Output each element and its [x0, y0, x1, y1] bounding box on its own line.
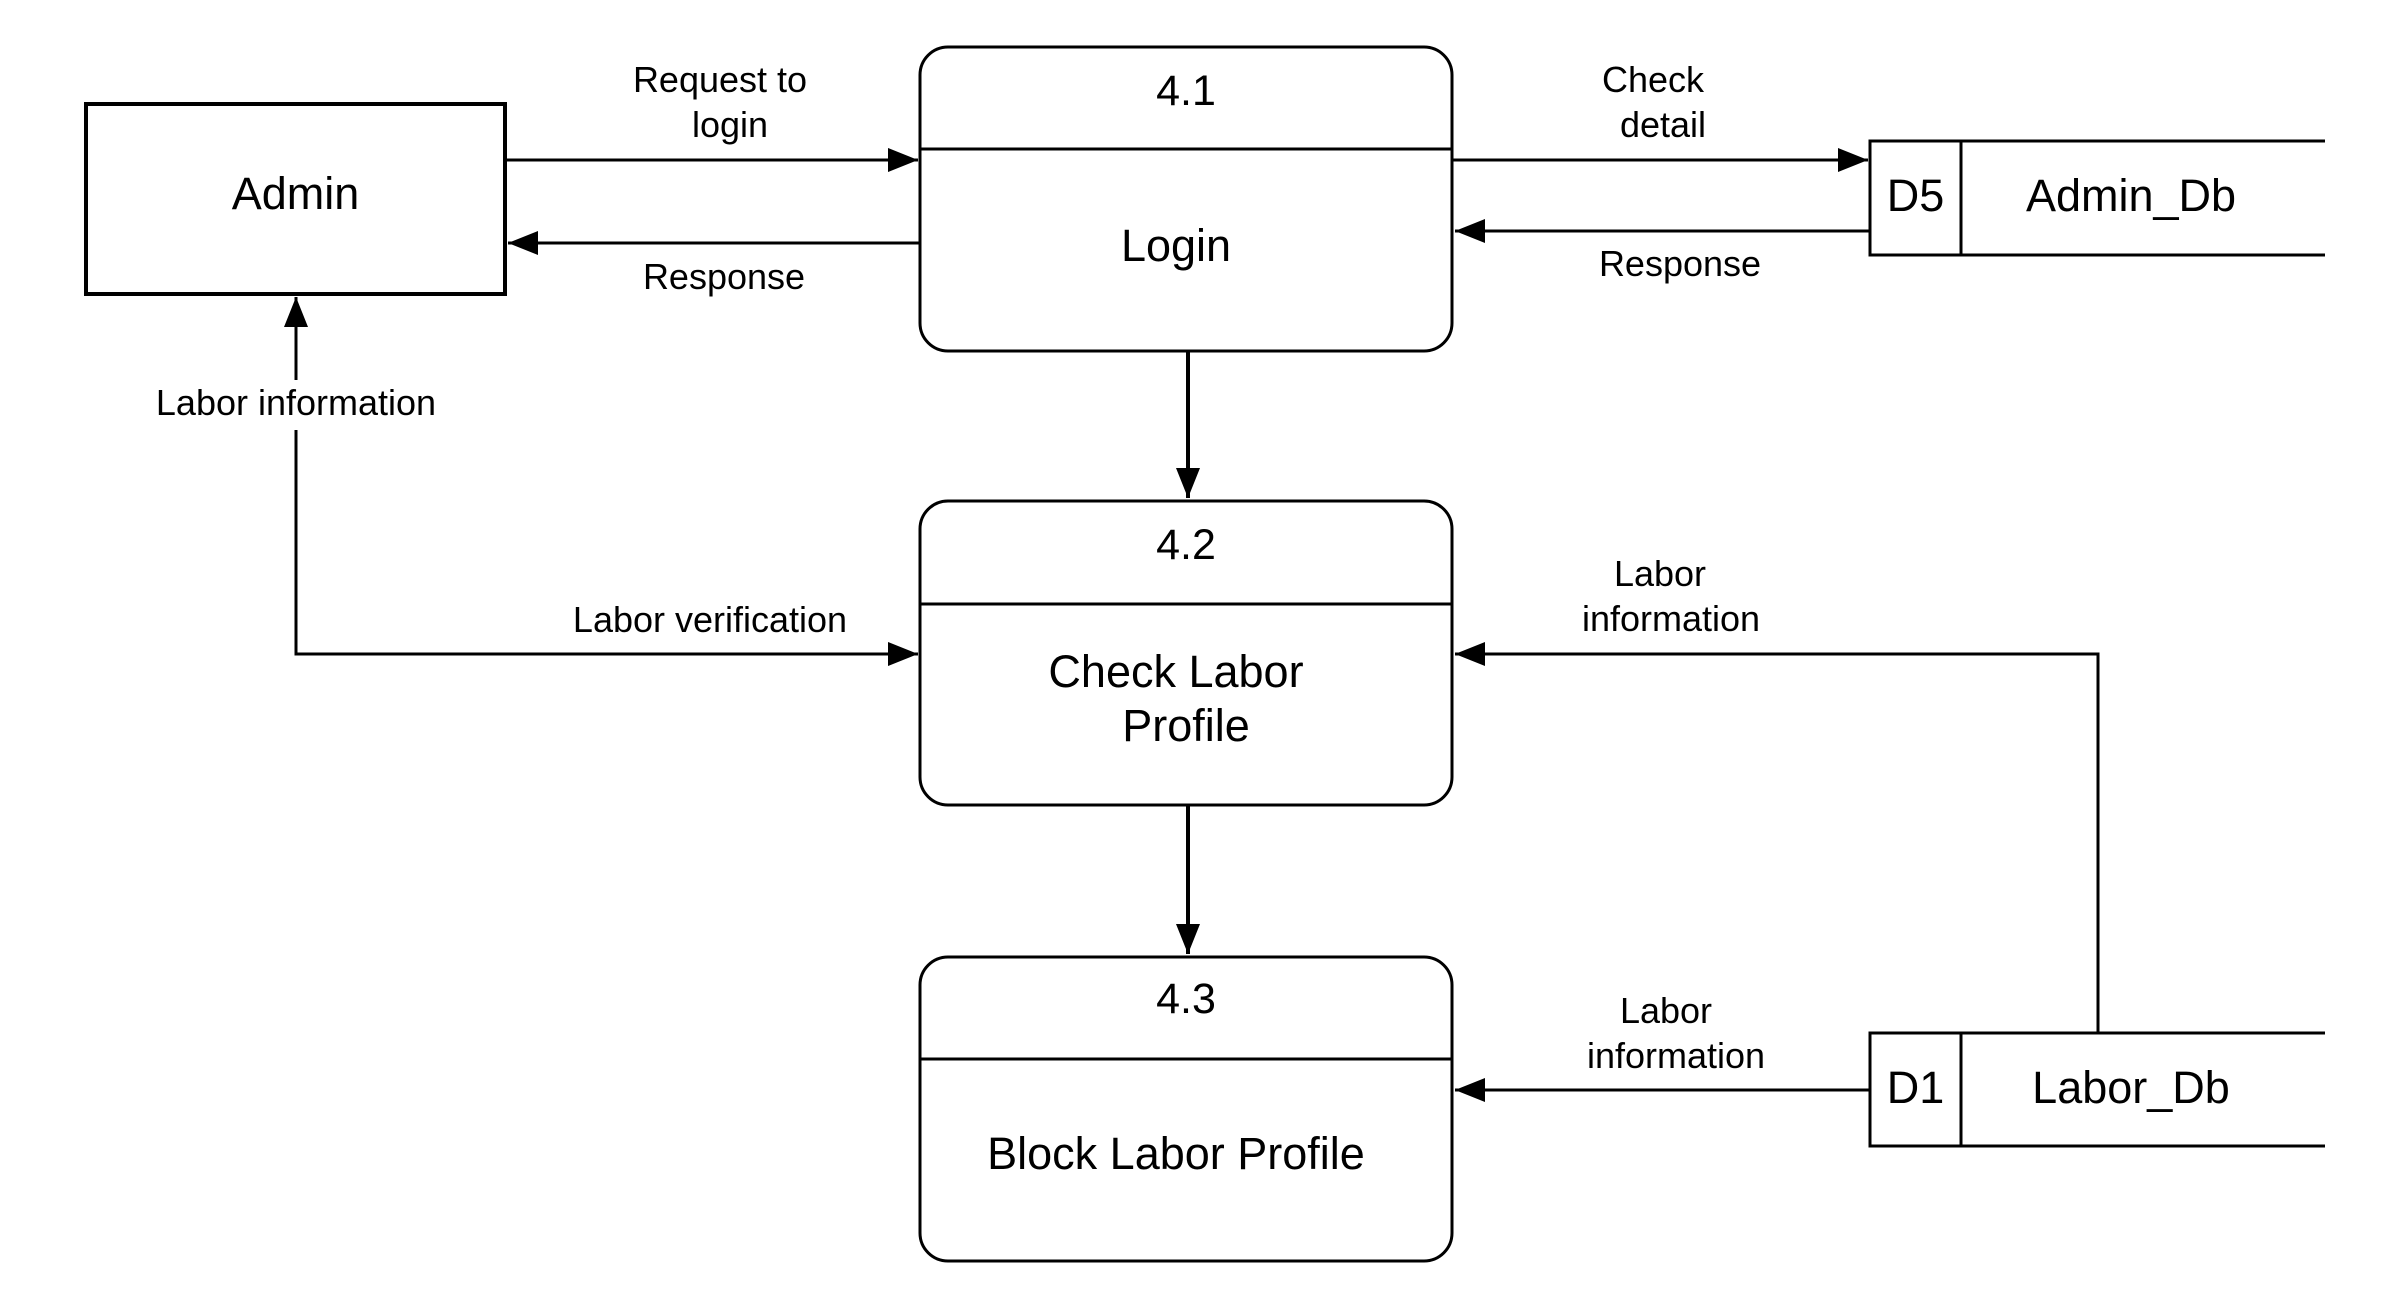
flow-labor-information-to-check-label-line1: Labor [1613, 553, 1707, 594]
data-store-labor-db-id: D1 [1886, 1062, 1945, 1113]
flow-check-detail-label-line2: detail [1619, 104, 1707, 145]
process-block-labor-profile-number: 4.3 [1156, 975, 1216, 1023]
flow-labor-verification-line [294, 430, 918, 666]
admin-entity-label: Admin [231, 168, 360, 219]
flow-labor-information-to-admin-label: Labor information [116, 380, 476, 425]
flow-labor-information-to-block-label-line1: Labor [1619, 990, 1713, 1031]
data-store-admin-db [1868, 139, 2325, 257]
flow-labor-verification-label: Labor verification [572, 599, 848, 640]
admin-entity-box [84, 102, 507, 296]
process-check-labor-profile-name-line1: Check Labor [1048, 646, 1304, 697]
process-check-labor-profile-number: 4.2 [1156, 521, 1216, 569]
flow-request-to-login-label-line2: login [691, 104, 769, 145]
data-store-admin-db-id: D5 [1886, 170, 1945, 221]
process-check-labor-profile-name-line2: Profile [1122, 700, 1250, 751]
flow-check-detail-label-line1: Check [1601, 59, 1705, 100]
process-block-labor-profile-box [918, 955, 1454, 1263]
flow-labor-information-to-block-label-line2: information [1586, 1035, 1766, 1076]
flow-labor-information-to-check-label-line2: information [1581, 598, 1761, 639]
data-store-labor-db-name: Labor_Db [2032, 1062, 2230, 1113]
process-login-name: Login [1120, 220, 1232, 271]
flow-labor-db-to-check-line [1455, 642, 2100, 1033]
flow-response-to-admin-label: Response [642, 256, 806, 297]
flow-response-from-admin-db-label: Response [1598, 243, 1762, 284]
process-login-number: 4.1 [1156, 67, 1216, 115]
flow-request-to-login-label-line1: Request to [632, 59, 808, 100]
process-block-labor-profile-name: Block Labor Profile [987, 1128, 1365, 1179]
data-store-admin-db-name: Admin_Db [2025, 170, 2237, 221]
